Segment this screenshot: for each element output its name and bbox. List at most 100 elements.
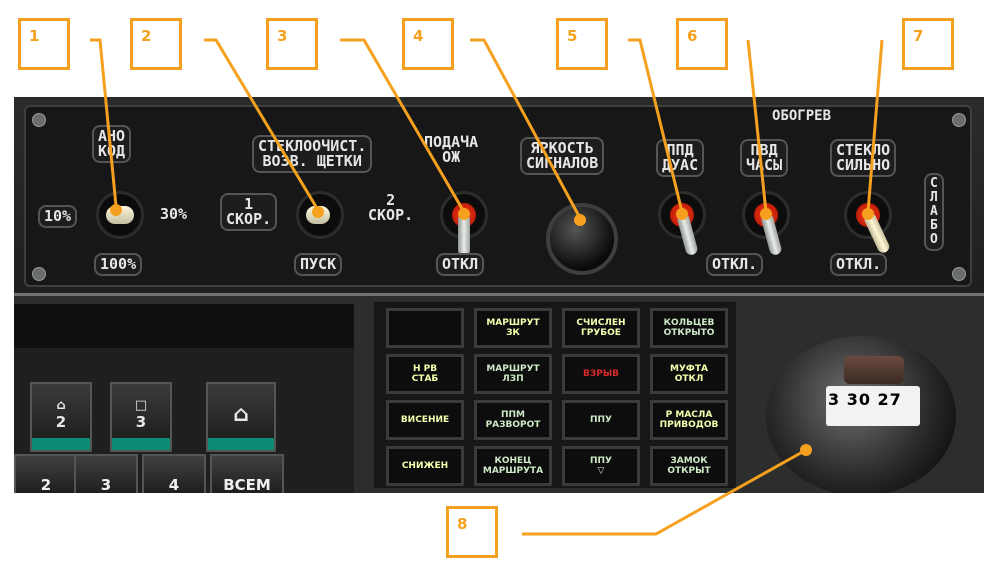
label-brightness: ЯРКОСТЬ СИГНАЛОВ (520, 137, 605, 175)
label-ppd-duas: ППД ДУАС (656, 139, 705, 177)
switch-knob-icon (106, 206, 134, 224)
toggle-lever-icon (676, 212, 699, 257)
annunciator-0[interactable] (386, 308, 464, 348)
compass-readout: 3 30 27 (828, 390, 902, 409)
annunciator-label: МАРШРУТ ЛЗП (486, 364, 540, 384)
screw (32, 113, 46, 127)
annunciator-label: СЧИСЛЕН ГРУБОЕ (576, 318, 626, 338)
annunciator-label: ППМ РАЗВОРОТ (485, 410, 541, 430)
annunciator-label: Р МАСЛА ПРИВОДОВ (659, 410, 719, 430)
magnetic-compass: 3 30 27 (766, 336, 956, 493)
toggle-lever-icon (458, 214, 470, 256)
fluid-feed-toggle[interactable] (440, 191, 488, 256)
label-speed-2: 2 СКОР. (368, 191, 414, 224)
annunciator-3[interactable]: КОЛЬЦЕВ ОТКРЫТО (650, 308, 728, 348)
screw (952, 267, 966, 281)
keypad-home-key[interactable]: ⌂ (206, 382, 276, 452)
key-indicator (112, 438, 170, 450)
label-ano-kod: АНО КОД (92, 125, 132, 163)
callout-7: 7 (902, 18, 954, 70)
screw (32, 267, 46, 281)
compass-card (826, 386, 920, 426)
callout-5: 5 (556, 18, 608, 70)
num-key-4[interactable]: 4 (142, 454, 206, 493)
label-pusk: ПУСК (294, 253, 343, 276)
annunciator-label: ВЗРЫВ (582, 369, 620, 379)
callout-6: 6 (676, 18, 728, 70)
num-key-all[interactable]: ВСЕМ (210, 454, 284, 493)
annunciator-label: ЗАМОК ОТКРЫТ (667, 456, 711, 476)
label-10pct: 10% (38, 205, 78, 228)
annunciator-label: КОЛЬЦЕВ ОТКРЫТО (663, 318, 715, 338)
annunciator-15[interactable]: ЗАМОК ОТКРЫТ (650, 446, 728, 486)
label-30pct: 30% (160, 205, 188, 223)
num-key-2[interactable]: 2 (14, 454, 78, 493)
label-podacha: ПОДАЧА ОЖ (424, 133, 479, 166)
label-otkl-glass: ОТКЛ. (830, 253, 888, 276)
annunciator-10[interactable]: ППУ (562, 400, 640, 440)
annunciator-label: ППУ ▽ (589, 456, 612, 476)
label-otkl-heating: ОТКЛ. (706, 253, 764, 276)
screw (952, 113, 966, 127)
annunciator-4[interactable]: Н РВ СТАБ (386, 354, 464, 394)
annunciator-grid: МАРШРУТ ЗК СЧИСЛЕН ГРУБОЕ КОЛЬЦЕВ ОТКРЫТО Н… (374, 302, 736, 488)
callout-1: 1 (18, 18, 70, 70)
key-label: 3 (135, 413, 147, 431)
annunciator-label: Н РВ СТАБ (411, 364, 439, 384)
label-pvd-chasy: ПВД ЧАСЫ (740, 139, 789, 177)
switch-knob-icon (306, 206, 330, 224)
label-slabo: С Л А Б О (924, 173, 944, 251)
annunciator-label: МАРШРУТ ЗК (486, 318, 540, 338)
label-steklo-silno: СТЕКЛО СИЛЬНО (830, 139, 897, 177)
label-heating: ОБОГРЕВ (772, 108, 832, 124)
label-speed-1: 1 СКОР. (220, 193, 278, 231)
compass-housing-cap (844, 356, 904, 384)
panel-face: АНО КОД 10% 30% 100% СТЕКЛООЧИСТ. ВОЗВ. … (24, 105, 972, 287)
keypad-top-plate (14, 304, 354, 348)
cockpit-screenshot: АНО КОД 10% 30% 100% СТЕКЛООЧИСТ. ВОЗВ. … (14, 97, 984, 493)
callout-4: 4 (402, 18, 454, 70)
annunciator-6[interactable]: ВЗРЫВ (562, 354, 640, 394)
callout-2: 2 (130, 18, 182, 70)
annunciator-1[interactable]: МАРШРУТ ЗК (474, 308, 552, 348)
annunciator-label: ППУ (589, 415, 612, 425)
num-key-3[interactable]: 3 (74, 454, 138, 493)
keypad-key-2-top[interactable]: ⌂ 2 (30, 382, 92, 452)
house-icon: ⌂ (56, 398, 66, 413)
annunciator-12[interactable]: СНИЖЕН (386, 446, 464, 486)
label-otkl-feed: ОТКЛ (436, 253, 485, 276)
toggle-lever-icon (862, 211, 892, 255)
annunciator-label: СНИЖЕН (401, 461, 449, 471)
pvd-clock-heating-toggle[interactable] (742, 191, 790, 257)
callout-3: 3 (266, 18, 318, 70)
signal-brightness-knob[interactable] (546, 203, 618, 275)
annunciator-9[interactable]: ППМ РАЗВОРОТ (474, 400, 552, 440)
ppd-duas-heating-toggle[interactable] (658, 191, 706, 257)
keypad-key-3-top[interactable]: □ 3 (110, 382, 172, 452)
annunciator-8[interactable]: ВИСЕНИЕ (386, 400, 464, 440)
annunciator-5[interactable]: МАРШРУТ ЛЗП (474, 354, 552, 394)
keypad-area: ⌂ 2 □ 3 ⌂ 2 3 4 ВСЕМ (14, 304, 354, 493)
annunciator-11[interactable]: Р МАСЛА ПРИВОДОВ (650, 400, 728, 440)
annunciator-label: ВИСЕНИЕ (400, 415, 450, 425)
label-wiper: СТЕКЛООЧИСТ. ВОЗВ. ЩЕТКИ (252, 135, 373, 173)
overhead-panel: АНО КОД 10% 30% 100% СТЕКЛООЧИСТ. ВОЗВ. … (14, 97, 984, 296)
wiper-rotary-switch[interactable] (296, 191, 344, 239)
annunciator-13[interactable]: КОНЕЦ МАРШРУТА (474, 446, 552, 486)
annunciator-label: МУФТА ОТКЛ (670, 364, 708, 384)
callout-8: 8 (446, 506, 498, 558)
key-indicator (32, 438, 90, 450)
annunciator-14[interactable]: ППУ ▽ (562, 446, 640, 486)
lower-console: ⌂ 2 □ 3 ⌂ 2 3 4 ВСЕМ МАРШРУТ ЗК СЧИСЛЕН Г… (14, 296, 984, 493)
toggle-lever-icon (760, 212, 783, 257)
annunciator-label: КОНЕЦ МАРШРУТА (482, 456, 544, 476)
square-icon: □ (134, 398, 148, 413)
label-100pct: 100% (94, 253, 143, 276)
annunciator-7[interactable]: МУФТА ОТКЛ (650, 354, 728, 394)
home-icon: ⌂ (233, 402, 249, 427)
glass-heating-toggle[interactable] (844, 191, 892, 255)
annunciator-2[interactable]: СЧИСЛЕН ГРУБОЕ (562, 308, 640, 348)
key-label: 2 (55, 413, 67, 431)
ano-code-rotary-switch[interactable] (96, 191, 144, 239)
key-indicator (208, 438, 274, 450)
